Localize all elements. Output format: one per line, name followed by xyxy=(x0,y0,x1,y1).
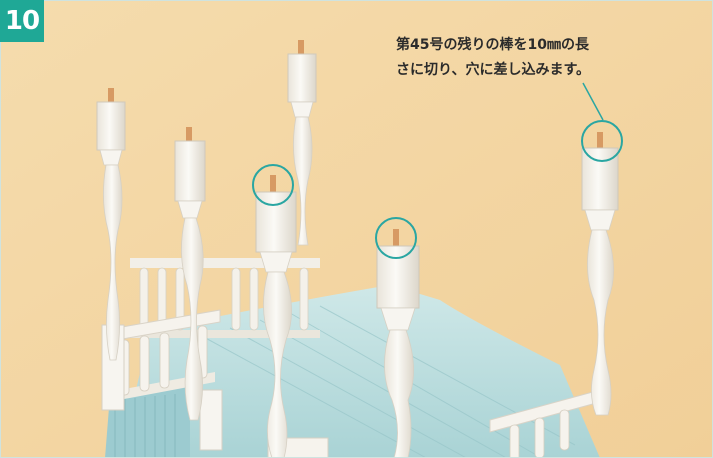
deck-planks xyxy=(199,305,576,458)
callout-circles xyxy=(252,120,623,259)
callout-circle-center xyxy=(252,164,294,206)
post-c xyxy=(287,40,317,246)
back-railing xyxy=(130,258,320,338)
callout-circle-front xyxy=(375,217,417,259)
callout-circle-right xyxy=(581,120,623,162)
post-b xyxy=(174,127,206,421)
post-e xyxy=(376,229,420,458)
post-a xyxy=(96,88,126,361)
deck-floor xyxy=(120,285,600,458)
step-number-badge: 10 xyxy=(0,0,44,42)
post-d xyxy=(255,175,297,458)
caption-leader-line xyxy=(582,82,604,121)
deck-base xyxy=(105,385,190,458)
instruction-caption: 第45号の残りの棒を10㎜の長 さに切り、穴に差し込みます。 xyxy=(396,37,591,78)
post-f xyxy=(581,132,619,416)
